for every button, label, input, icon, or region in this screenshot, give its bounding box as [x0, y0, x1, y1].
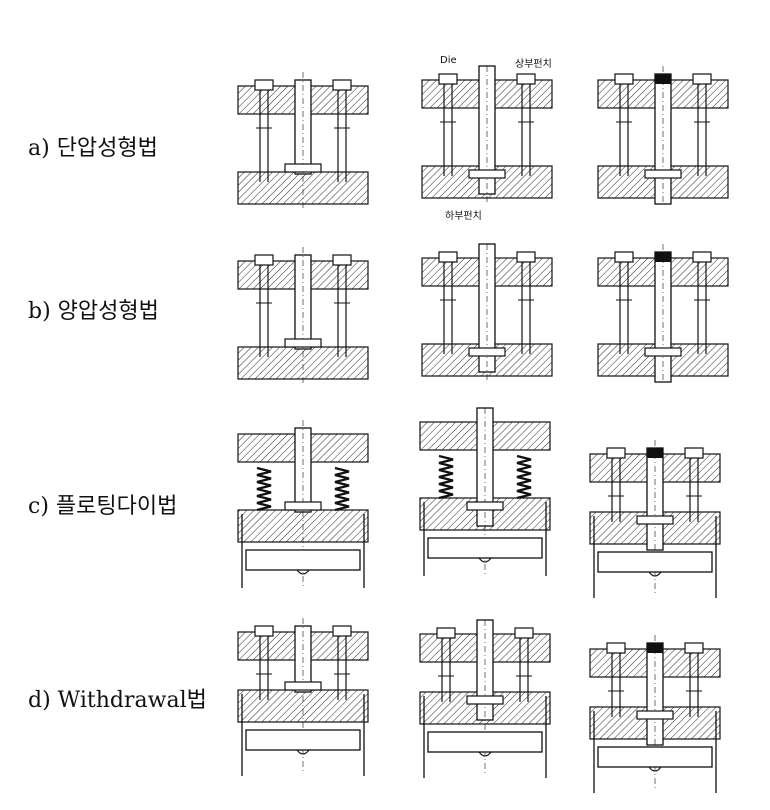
- row-label-a: a) 단압성형법: [28, 136, 158, 161]
- guide-bolt-right: [692, 73, 712, 176]
- callout-die: Die: [440, 55, 457, 66]
- panel-a-1: [237, 72, 369, 212]
- panel-d-1: [237, 618, 369, 778]
- guide-bolt-left: [438, 73, 458, 176]
- guide-bolt-right: [516, 73, 536, 176]
- panel-a-2: [421, 65, 553, 206]
- callout-lower-punch: 하부펀치: [445, 211, 482, 222]
- base-plate: [245, 729, 361, 751]
- lower-punch-head: [468, 169, 506, 179]
- spring-right: [334, 466, 350, 512]
- guide-bolt-left: [606, 447, 626, 522]
- panel-b-2: [421, 243, 553, 384]
- guide-bolt-right: [332, 79, 352, 182]
- base-plate: [597, 551, 713, 573]
- lower-punch-head: [644, 347, 682, 357]
- panel-c-1: [237, 420, 369, 590]
- panel-d-2: [419, 619, 551, 780]
- lower-punch-head: [466, 501, 504, 511]
- spring-left: [438, 454, 454, 500]
- base-plate: [427, 537, 543, 559]
- panel-b-3: [597, 244, 729, 384]
- guide-bolt-left: [254, 79, 274, 182]
- panel-c-3: [589, 440, 721, 600]
- spring-left: [256, 466, 272, 512]
- guide-bolt-left: [606, 642, 626, 717]
- base-plate: [245, 549, 361, 571]
- callout-upper-punch: 상부펀치: [515, 59, 552, 70]
- ram-stub: [296, 569, 310, 575]
- guide-bolt-left: [614, 251, 634, 354]
- base-plate: [597, 746, 713, 768]
- yoke: [423, 696, 547, 778]
- lower-punch-head: [284, 163, 322, 173]
- yoke: [241, 694, 365, 776]
- panel-d-3: [589, 635, 721, 795]
- yoke: [423, 502, 547, 576]
- lower-punch-head: [636, 515, 674, 525]
- lower-punch-head: [644, 169, 682, 179]
- panel-a-3: [597, 66, 729, 206]
- row-label-c: c) 플로팅다이법: [28, 494, 178, 519]
- lower-punch-head: [636, 710, 674, 720]
- guide-bolt-right: [684, 447, 704, 522]
- lower-punch-head: [468, 347, 506, 357]
- guide-bolt-right: [514, 627, 534, 702]
- guide-bolt-right: [684, 642, 704, 717]
- row-label-d: d) Withdrawal법: [28, 688, 207, 713]
- ram-stub: [648, 766, 662, 772]
- ram-stub: [478, 557, 492, 563]
- guide-bolt-left: [438, 251, 458, 354]
- yoke: [241, 514, 365, 588]
- yoke: [593, 711, 717, 793]
- guide-bolt-right: [516, 251, 536, 354]
- lower-punch-head: [284, 681, 322, 691]
- panel-c-2: [419, 407, 551, 578]
- guide-bolt-left: [614, 73, 634, 176]
- lower-punch-head: [284, 501, 322, 511]
- guide-bolt-left: [436, 627, 456, 702]
- guide-bolt-left: [254, 625, 274, 700]
- guide-bolt-left: [254, 254, 274, 357]
- spring-right: [516, 454, 532, 500]
- ram-stub: [478, 751, 492, 757]
- panel-b-1: [237, 247, 369, 387]
- yoke: [593, 516, 717, 598]
- guide-bolt-right: [332, 254, 352, 357]
- row-label-b: b) 양압성형법: [28, 299, 159, 324]
- lower-punch-head: [466, 695, 504, 705]
- guide-bolt-right: [692, 251, 712, 354]
- ram-stub: [648, 571, 662, 577]
- lower-punch-head: [284, 338, 322, 348]
- guide-bolt-right: [332, 625, 352, 700]
- ram-stub: [296, 749, 310, 755]
- base-plate: [427, 731, 543, 753]
